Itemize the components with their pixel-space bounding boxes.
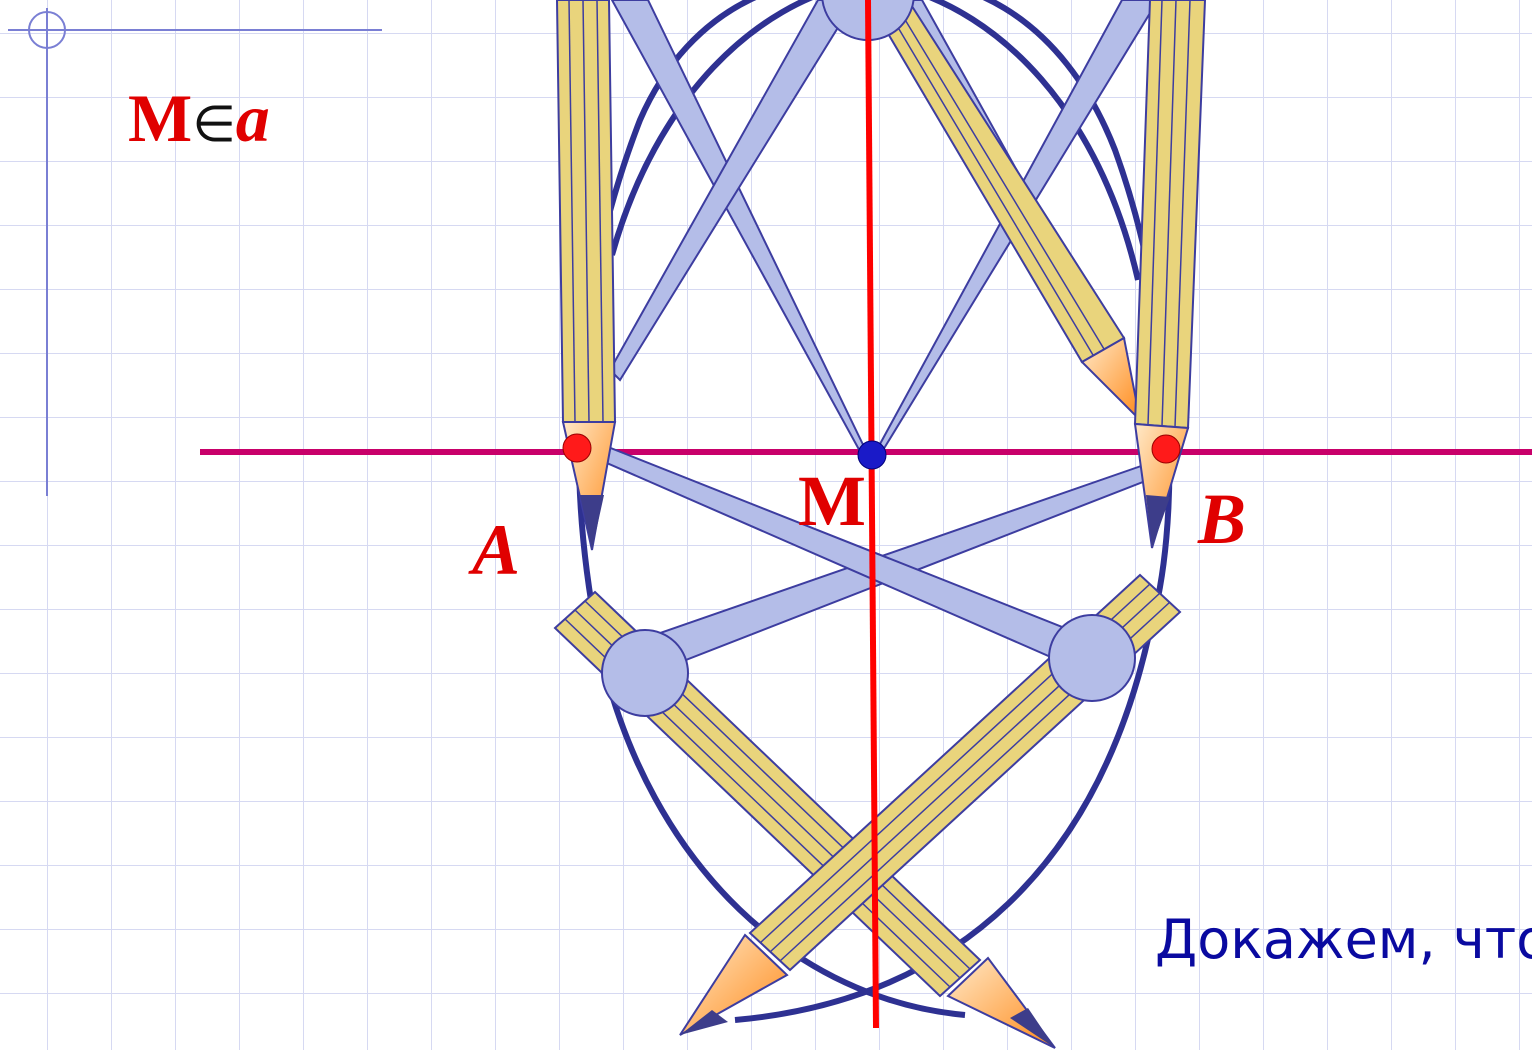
compass-hinge-left (601, 629, 689, 717)
point-m (857, 440, 887, 470)
point-a (562, 433, 592, 463)
element-of-symbol: ∈ (192, 95, 236, 153)
top-compass (555, 0, 1207, 551)
label-a: A (472, 510, 521, 590)
perpendicular-bisector (865, 0, 879, 1029)
label-b: B (1198, 479, 1247, 559)
slide-frame-decoration (8, 8, 382, 496)
formula-point: M (128, 80, 193, 156)
caption-text: Докажем, что (1155, 908, 1532, 971)
point-b (1151, 434, 1181, 464)
formula-line: a (235, 80, 270, 156)
bottom-compass (553, 445, 1182, 1049)
label-m: M (798, 461, 866, 541)
membership-formula: M∈a (128, 84, 270, 152)
compass-hinge-right (1048, 614, 1136, 702)
